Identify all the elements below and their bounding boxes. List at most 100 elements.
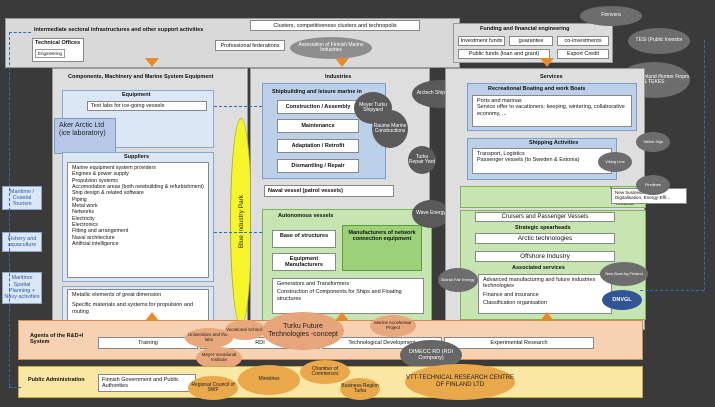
wave-energy-ellipse[interactable]: Wave Energy: [412, 200, 450, 228]
test-labs-box[interactable]: Test labs for ice-going vessels: [87, 101, 207, 111]
shipbuilding-title: Shipbuilding and leisure marine in: [272, 89, 362, 95]
turku-repair-ellipse[interactable]: Turku Repair Yard: [408, 146, 436, 174]
universities-ellipse[interactable]: Universities and their labs: [185, 328, 233, 348]
arrow-top-services: [540, 58, 554, 67]
supplier-item: Electricity: [72, 215, 95, 222]
public-funds-box[interactable]: Public funds (loan and grant): [458, 49, 550, 59]
viking-ellipse[interactable]: Viking Line: [598, 152, 632, 172]
blue-industry-park-ellipse[interactable]: Blue Industry Park: [230, 118, 252, 326]
business-region-ellipse[interactable]: Business Region Turku: [340, 378, 380, 400]
aker-arctic-box[interactable]: Aker Arctic Ltd (ice laboratory): [54, 118, 116, 154]
arrow-bottom-industries: [335, 312, 349, 321]
dismantling-box[interactable]: Dismantling / Repair: [277, 159, 359, 173]
services-title: Services: [540, 74, 563, 80]
strategic-title: Strategic spearheads: [515, 225, 571, 231]
service-offer-label: Service offer to vacationers: keeping, w…: [477, 104, 625, 117]
arrow-bottom-services: [540, 312, 554, 321]
training-box[interactable]: Training: [98, 337, 198, 349]
offshore-box[interactable]: Offshore Industry: [475, 251, 615, 262]
turku-future-ellipse[interactable]: Turku Future Technologies -concept: [262, 312, 344, 350]
specific-label: Specific materials and systems for propu…: [72, 302, 194, 315]
botnia-ellipse[interactable]: Botnia Fair Energy: [438, 268, 478, 292]
assoc-finnish-marine-ellipse[interactable]: Association of Finnish Marine Industries: [290, 37, 372, 59]
adaptation-box[interactable]: Adaptation / Retrofit: [277, 139, 359, 153]
dimecc-label: DIMECC RD (RDI Company): [409, 348, 453, 361]
arrow-bottom-components: [145, 312, 159, 321]
arrow-top-industries: [335, 58, 349, 67]
dashed-components-industries: [214, 232, 262, 233]
construction-components-label: Construction of Components for Ships and…: [277, 289, 402, 302]
adv-manuf-label: Advanced manufacturing and future indust…: [483, 277, 596, 290]
meyer-vocational-ellipse[interactable]: Meyer Vocational Institute: [196, 347, 242, 369]
supplier-item: Engines & power supply: [72, 171, 129, 178]
experimental-box[interactable]: Experimental Research: [444, 337, 594, 349]
base-structures-box[interactable]: Base of structures: [272, 230, 336, 248]
rauma-ellipse[interactable]: Rauma Marine Constructions: [372, 110, 408, 148]
marine-accelerator-ellipse[interactable]: Marine Accelerator Project: [370, 315, 416, 337]
supplier-item: Marine equipment system providers: [72, 165, 156, 171]
dashed-equipment-industries: [214, 106, 262, 107]
supplier-item: Networks: [72, 209, 95, 216]
naval-vessel-box[interactable]: Naval vessel (patrol vessels): [264, 185, 394, 197]
suppliers-list-box: Marine equipment system providers Engine…: [67, 162, 209, 278]
clusters-box[interactable]: Clusters, competitiveness clusters and t…: [250, 20, 420, 31]
equipment-title: Equipment: [122, 92, 151, 98]
tesi-ellipse[interactable]: TESI (Public Investor: [628, 28, 690, 54]
finnvera-ellipse[interactable]: Finnvera: [580, 6, 642, 26]
construction-box[interactable]: Construction / Assembly: [277, 100, 359, 114]
turku-future-label: Turku Future Technologies -concept: [268, 322, 338, 338]
shipping-title: Shipping Activities: [529, 140, 579, 146]
industries-title: Industries: [325, 74, 352, 80]
ports-box: Ports and marinas Service offer to vacat…: [472, 95, 632, 127]
new-boat-ellipse[interactable]: New Boat Ag Finland: [600, 262, 648, 286]
supplier-item: Fitting and arrangement: [72, 228, 129, 235]
maritime-coastal-tourism[interactable]: Maritime / Coastal Tourism: [2, 186, 42, 210]
finnlines-ellipse[interactable]: Finnlines: [636, 175, 670, 195]
rdi-agents-title: Agents of the R&D+I System: [30, 333, 84, 346]
metallic-label: Metallic elements of great dimension: [72, 292, 162, 298]
manuf-network-box[interactable]: Manufacturers of network connection equi…: [342, 225, 422, 271]
export-credit-box[interactable]: Export Credit: [557, 49, 609, 59]
components-title: Components, Machinery and Marine System …: [68, 74, 214, 80]
transport-box: Transport, Logistics Passenger vessels (…: [472, 148, 612, 174]
associated-box: Advanced manufacturing and future indust…: [478, 274, 612, 314]
dashed-right-vertical: [704, 40, 705, 290]
generators-label: Generators and Transformers: [277, 281, 350, 287]
coinvestments-box[interactable]: co-investments: [557, 36, 609, 46]
maritime-spatial-planning[interactable]: Maritime Spatial Planning + Navy activit…: [2, 272, 42, 304]
regional-council-ellipse[interactable]: Regional Council of SWF: [188, 376, 238, 400]
chamber-ellipse[interactable]: Chamber of Commerces: [300, 360, 350, 384]
dashed-bottom-horizontal: [9, 387, 21, 388]
vtt-ellipse[interactable]: VTT-TECHNICAL RESEARCH CENTRE OF FINLAND…: [405, 364, 515, 400]
blue-industry-park-label: Blue Industry Park: [237, 195, 245, 249]
dnvgl-ellipse[interactable]: DNVGL: [602, 290, 642, 310]
supplier-item: Naval architecture: [72, 234, 115, 241]
classification-label: Classification organisation: [483, 299, 547, 306]
vtt-label: VTT-TECHNICAL RESEARCH CENTRE OF FINLAND…: [405, 375, 515, 388]
ministries-ellipse[interactable]: Ministries: [238, 365, 300, 395]
aker-arctic-label: Aker Arctic Ltd (ice laboratory): [59, 122, 106, 138]
supplier-item: Ship design & related software: [72, 190, 144, 197]
dashed-left-vertical: [9, 32, 10, 387]
guarantee-box[interactable]: guarantee: [509, 36, 553, 46]
vocational-ellipse[interactable]: Vocational Schools: [225, 320, 265, 340]
fishery-aquaculture[interactable]: Fishery and aquaculture: [2, 232, 42, 252]
new-business-label: New business models: [615, 190, 660, 195]
professional-federations-box[interactable]: Professional federations: [215, 40, 285, 51]
arctic-box[interactable]: Arctic technologies: [475, 233, 615, 244]
passenger-label: Passenger vessels (to Sweden & Estonia): [477, 157, 580, 164]
technical-offices-box[interactable]: Technical Offices Engineering: [32, 38, 84, 62]
supplier-item: Piping: [72, 196, 87, 203]
maintenance-box[interactable]: Maintenance: [277, 119, 359, 133]
finance-label: Finance and insurance: [483, 291, 539, 298]
gov-box[interactable]: Finnish Government and Public Authoritie…: [98, 374, 196, 392]
cruisers-box[interactable]: Cruisers and Passenger Vessels: [475, 212, 615, 222]
public-title: Public Administration: [28, 377, 85, 383]
associated-title: Associated services: [512, 265, 565, 271]
technical-offices-label: Technical Offices: [35, 40, 81, 46]
dashed-services-dnvgl: [640, 290, 704, 291]
tallink-ellipse[interactable]: Tallink Silja: [636, 132, 670, 152]
investment-funds-box[interactable]: Investment funds: [458, 36, 505, 46]
equipment-manufacturers-box[interactable]: Equipment Manufacturers: [272, 253, 336, 271]
